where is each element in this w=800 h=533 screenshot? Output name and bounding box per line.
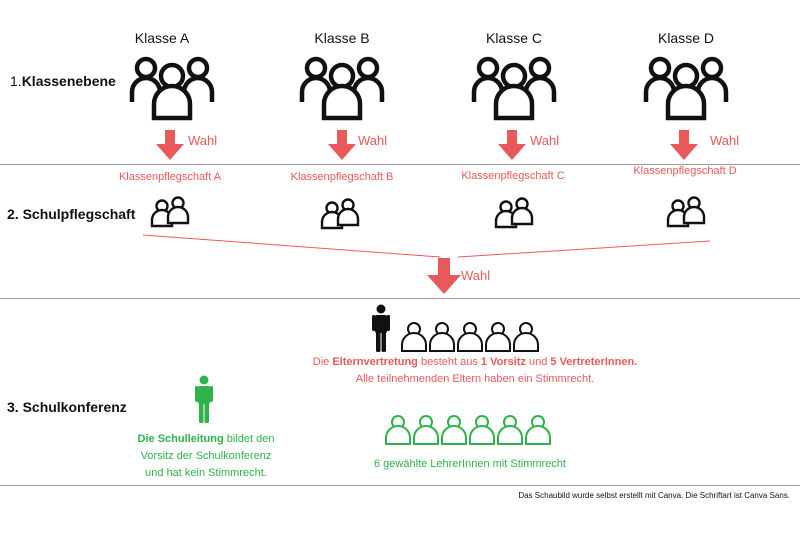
arrow-down-icon-d	[670, 130, 698, 160]
wahl-label-b: Wahl	[358, 133, 388, 148]
schulleitung-text: Die Schulleitung bildet den Vorsitz der …	[137, 433, 275, 479]
pflegschaft-label-a: Klassenpflegschaft A	[118, 171, 222, 183]
section-title-klassenebene: 1.Klassenebene	[10, 73, 116, 89]
divider-2	[0, 298, 800, 299]
group-icon-class-d	[643, 56, 729, 121]
group-icon-class-a	[129, 56, 215, 121]
class-label-b: Klasse B	[314, 30, 370, 46]
class-label-c: Klasse C	[485, 30, 543, 46]
eltern-vertreter-row-icon	[401, 322, 539, 352]
pair-icon-b	[320, 198, 360, 230]
section-title-schulpflegschaft: 2. Schulpflegschaft	[7, 206, 136, 222]
lehrer-text: 6 gewählte LehrerInnen mit Stimmrecht	[374, 458, 566, 470]
person-icon-vorsitz	[372, 304, 390, 352]
pflegschaft-label-c: Klassenpflegschaft C	[461, 170, 565, 182]
wahl-label-d: Wahl	[710, 133, 740, 148]
divider-3	[0, 485, 800, 486]
pflegschaft-label-b: Klassenpflegschaft B	[290, 171, 394, 183]
wahl-label-c: Wahl	[530, 133, 560, 148]
pair-icon-a	[150, 196, 190, 228]
wahl-label-schulpflegschaft: Wahl	[461, 268, 491, 283]
group-icon-class-b	[299, 56, 385, 121]
pair-icon-d	[666, 196, 706, 228]
arrow-down-icon-schulpflegschaft	[427, 258, 461, 294]
wahl-label-a: Wahl	[188, 133, 218, 148]
class-label-a: Klasse A	[134, 30, 190, 46]
section-title-schulkonferenz: 3. Schulkonferenz	[7, 399, 127, 415]
arrow-down-icon-c	[498, 130, 526, 160]
person-icon-schulleitung	[195, 375, 213, 423]
pair-icon-c	[494, 197, 534, 229]
elternvertretung-text: Die Elternvertretung besteht aus 1 Vorsi…	[312, 356, 638, 385]
arrow-down-icon-b	[328, 130, 356, 160]
class-label-d: Klasse D	[657, 30, 715, 46]
convergence-lines	[142, 234, 711, 258]
arrow-down-icon-a	[156, 130, 184, 160]
footer-note: Das Schaubild wurde selbst erstellt mit …	[518, 491, 790, 500]
divider-1	[0, 164, 800, 165]
group-icon-class-c	[471, 56, 557, 121]
pflegschaft-label-d: Klassenpflegschaft D	[633, 165, 737, 177]
lehrer-row-icon	[385, 415, 551, 445]
